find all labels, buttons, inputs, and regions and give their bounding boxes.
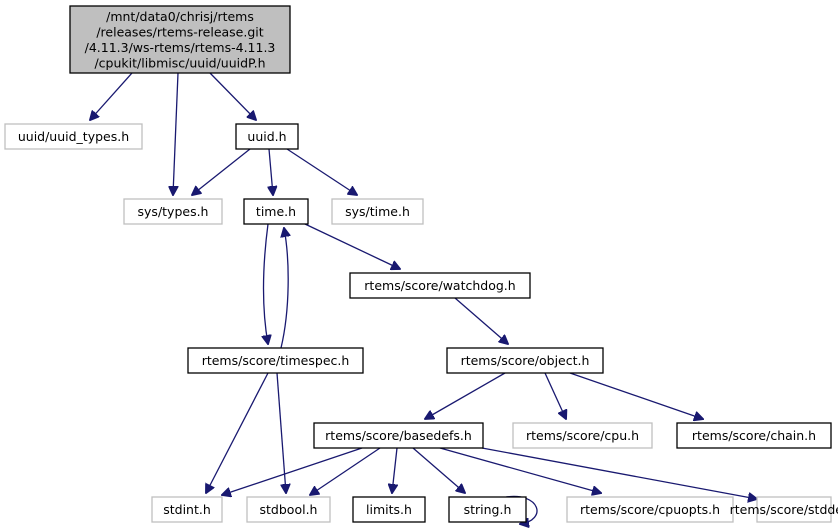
node-object[interactable]: rtems/score/object.h xyxy=(446,347,604,374)
edge-timespec-stdint xyxy=(206,372,269,493)
edge-basedefs-stddef xyxy=(481,447,757,499)
node-label: rtems/score/timespec.h xyxy=(202,353,350,368)
node-box xyxy=(512,422,653,449)
edge-root-sys_types xyxy=(173,72,179,195)
node-stddef: rtems/score/stddef.h xyxy=(730,496,838,523)
node-box xyxy=(331,198,424,225)
node-watchdog[interactable]: rtems/score/watchdog.h xyxy=(349,272,531,299)
edge-object-chain xyxy=(569,372,703,419)
node-label: rtems/score/cpuopts.h xyxy=(580,502,720,517)
node-box xyxy=(4,123,143,150)
edge-watchdog-object xyxy=(454,297,508,344)
node-box xyxy=(187,347,364,374)
node-string[interactable]: string.h xyxy=(448,496,527,523)
node-label: rtems/score/chain.h xyxy=(692,428,816,443)
node-uuid[interactable]: uuid.h xyxy=(235,123,299,150)
node-stdint: stdint.h xyxy=(151,496,223,523)
node-box xyxy=(352,496,426,523)
edge-uuid-time xyxy=(269,148,273,195)
node-box xyxy=(446,347,604,374)
node-basedefs[interactable]: rtems/score/basedefs.h xyxy=(313,422,484,449)
node-cpuopts: rtems/score/cpuopts.h xyxy=(566,496,734,523)
node-sys-types: sys/types.h xyxy=(123,198,223,225)
node-label: uuid.h xyxy=(247,129,286,144)
nodes: /mnt/data0/chrisj/rtems/releases/rtems-r… xyxy=(4,5,838,523)
node-label: rtems/score/basedefs.h xyxy=(325,428,472,443)
node-label: uuid/uuid_types.h xyxy=(18,129,129,144)
node-chain[interactable]: rtems/score/chain.h xyxy=(676,422,832,449)
node-box xyxy=(349,272,531,299)
node-label: time.h xyxy=(256,204,296,219)
node-label: stdbool.h xyxy=(260,502,318,517)
node-box xyxy=(313,422,484,449)
node-label: /4.11.3/ws-rtems/rtems-4.11.3 xyxy=(85,40,276,55)
node-label: rtems/score/cpu.h xyxy=(526,428,639,443)
node-time[interactable]: time.h xyxy=(243,198,309,225)
edge-basedefs-stdint xyxy=(222,447,363,495)
node-box xyxy=(69,5,291,74)
node-label: /mnt/data0/chrisj/rtems xyxy=(106,9,254,24)
node-label: limits.h xyxy=(366,502,412,517)
node-box xyxy=(123,198,223,225)
node-box xyxy=(246,496,331,523)
edge-time-watchdog xyxy=(304,223,400,269)
node-label: sys/time.h xyxy=(345,204,410,219)
node-root[interactable]: /mnt/data0/chrisj/rtems/releases/rtems-r… xyxy=(69,5,291,74)
edge-basedefs-stdbool xyxy=(310,447,381,495)
node-box xyxy=(151,496,223,523)
node-box xyxy=(243,198,309,225)
node-uuid-types: uuid/uuid_types.h xyxy=(4,123,143,150)
node-box xyxy=(756,496,832,523)
node-label: rtems/score/object.h xyxy=(461,353,590,368)
node-label: sys/types.h xyxy=(138,204,209,219)
node-label: stdint.h xyxy=(163,502,211,517)
node-box xyxy=(676,422,832,449)
edge-root-uuid xyxy=(209,72,256,120)
node-sys-time: sys/time.h xyxy=(331,198,424,225)
node-box xyxy=(235,123,299,150)
edge-root-uuid_types xyxy=(90,72,133,120)
node-label: /cpukit/libmisc/uuid/uuidP.h xyxy=(94,55,265,70)
edge-uuid-sys_types xyxy=(192,148,251,195)
edge-basedefs-string xyxy=(412,447,465,493)
node-timespec[interactable]: rtems/score/timespec.h xyxy=(187,347,364,374)
edge-basedefs-limits xyxy=(392,447,397,493)
edge-time-timespec xyxy=(264,223,269,344)
node-label: rtems/score/watchdog.h xyxy=(364,278,515,293)
node-box xyxy=(448,496,527,523)
node-box xyxy=(566,496,734,523)
node-label: rtems/score/stddef.h xyxy=(730,502,838,517)
node-limits[interactable]: limits.h xyxy=(352,496,426,523)
edge-uuid-sys_time xyxy=(286,148,357,195)
edge-timespec-time xyxy=(281,228,288,349)
edge-object-cpu xyxy=(544,372,566,419)
edge-basedefs-cpuopts xyxy=(439,447,601,493)
node-stdbool: stdbool.h xyxy=(246,496,331,523)
edge-timespec-stdbool xyxy=(276,372,286,493)
edges xyxy=(90,72,757,524)
edge-object-basedefs xyxy=(425,372,506,419)
node-cpu: rtems/score/cpu.h xyxy=(512,422,653,449)
node-label: string.h xyxy=(464,502,512,517)
node-label: /releases/rtems-release.git xyxy=(96,24,263,39)
